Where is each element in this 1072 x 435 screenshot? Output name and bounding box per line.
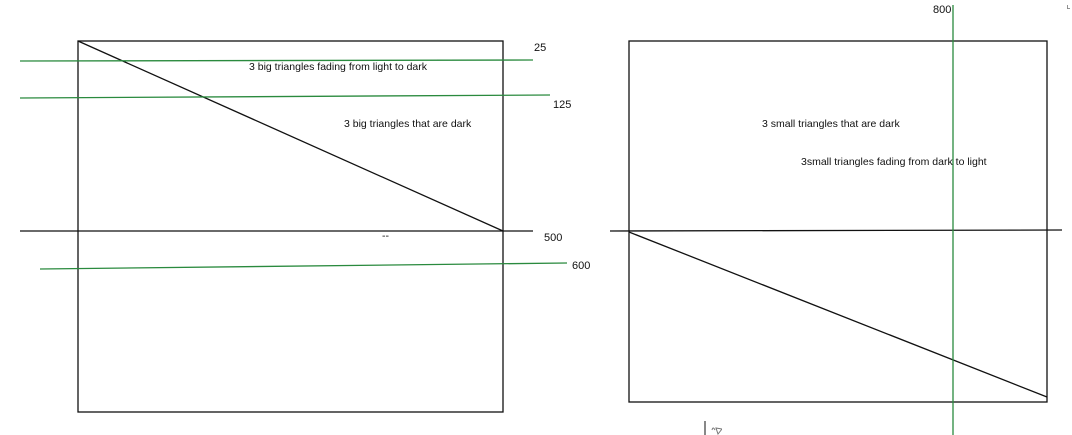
right-frame	[628, 40, 1048, 403]
left-diagonal	[77, 40, 504, 232]
marker-125: 125	[553, 99, 572, 111]
right-horizontal	[609, 229, 1063, 232]
green-line-125	[19, 94, 551, 99]
marker-500: 500	[544, 232, 563, 244]
right-note-top: 3 small triangles that are dark	[762, 118, 900, 130]
green-line-25	[19, 59, 534, 62]
right-note-middle: 3small triangles fading from dark to lig…	[801, 156, 987, 168]
corner-mark-icon	[1067, 5, 1070, 9]
text-cursor-icon	[704, 421, 722, 435]
green-line-600	[39, 262, 568, 270]
right-diagonal	[628, 231, 1048, 398]
marker-25: 25	[534, 42, 547, 54]
left-dash: --	[382, 230, 389, 242]
marker-800: 800	[933, 4, 952, 16]
left-note-middle: 3 big triangles that are dark	[344, 118, 472, 130]
left-note-top: 3 big triangles fading from light to dar…	[249, 61, 428, 73]
marker-600: 600	[572, 260, 591, 272]
left-frame	[77, 40, 504, 413]
